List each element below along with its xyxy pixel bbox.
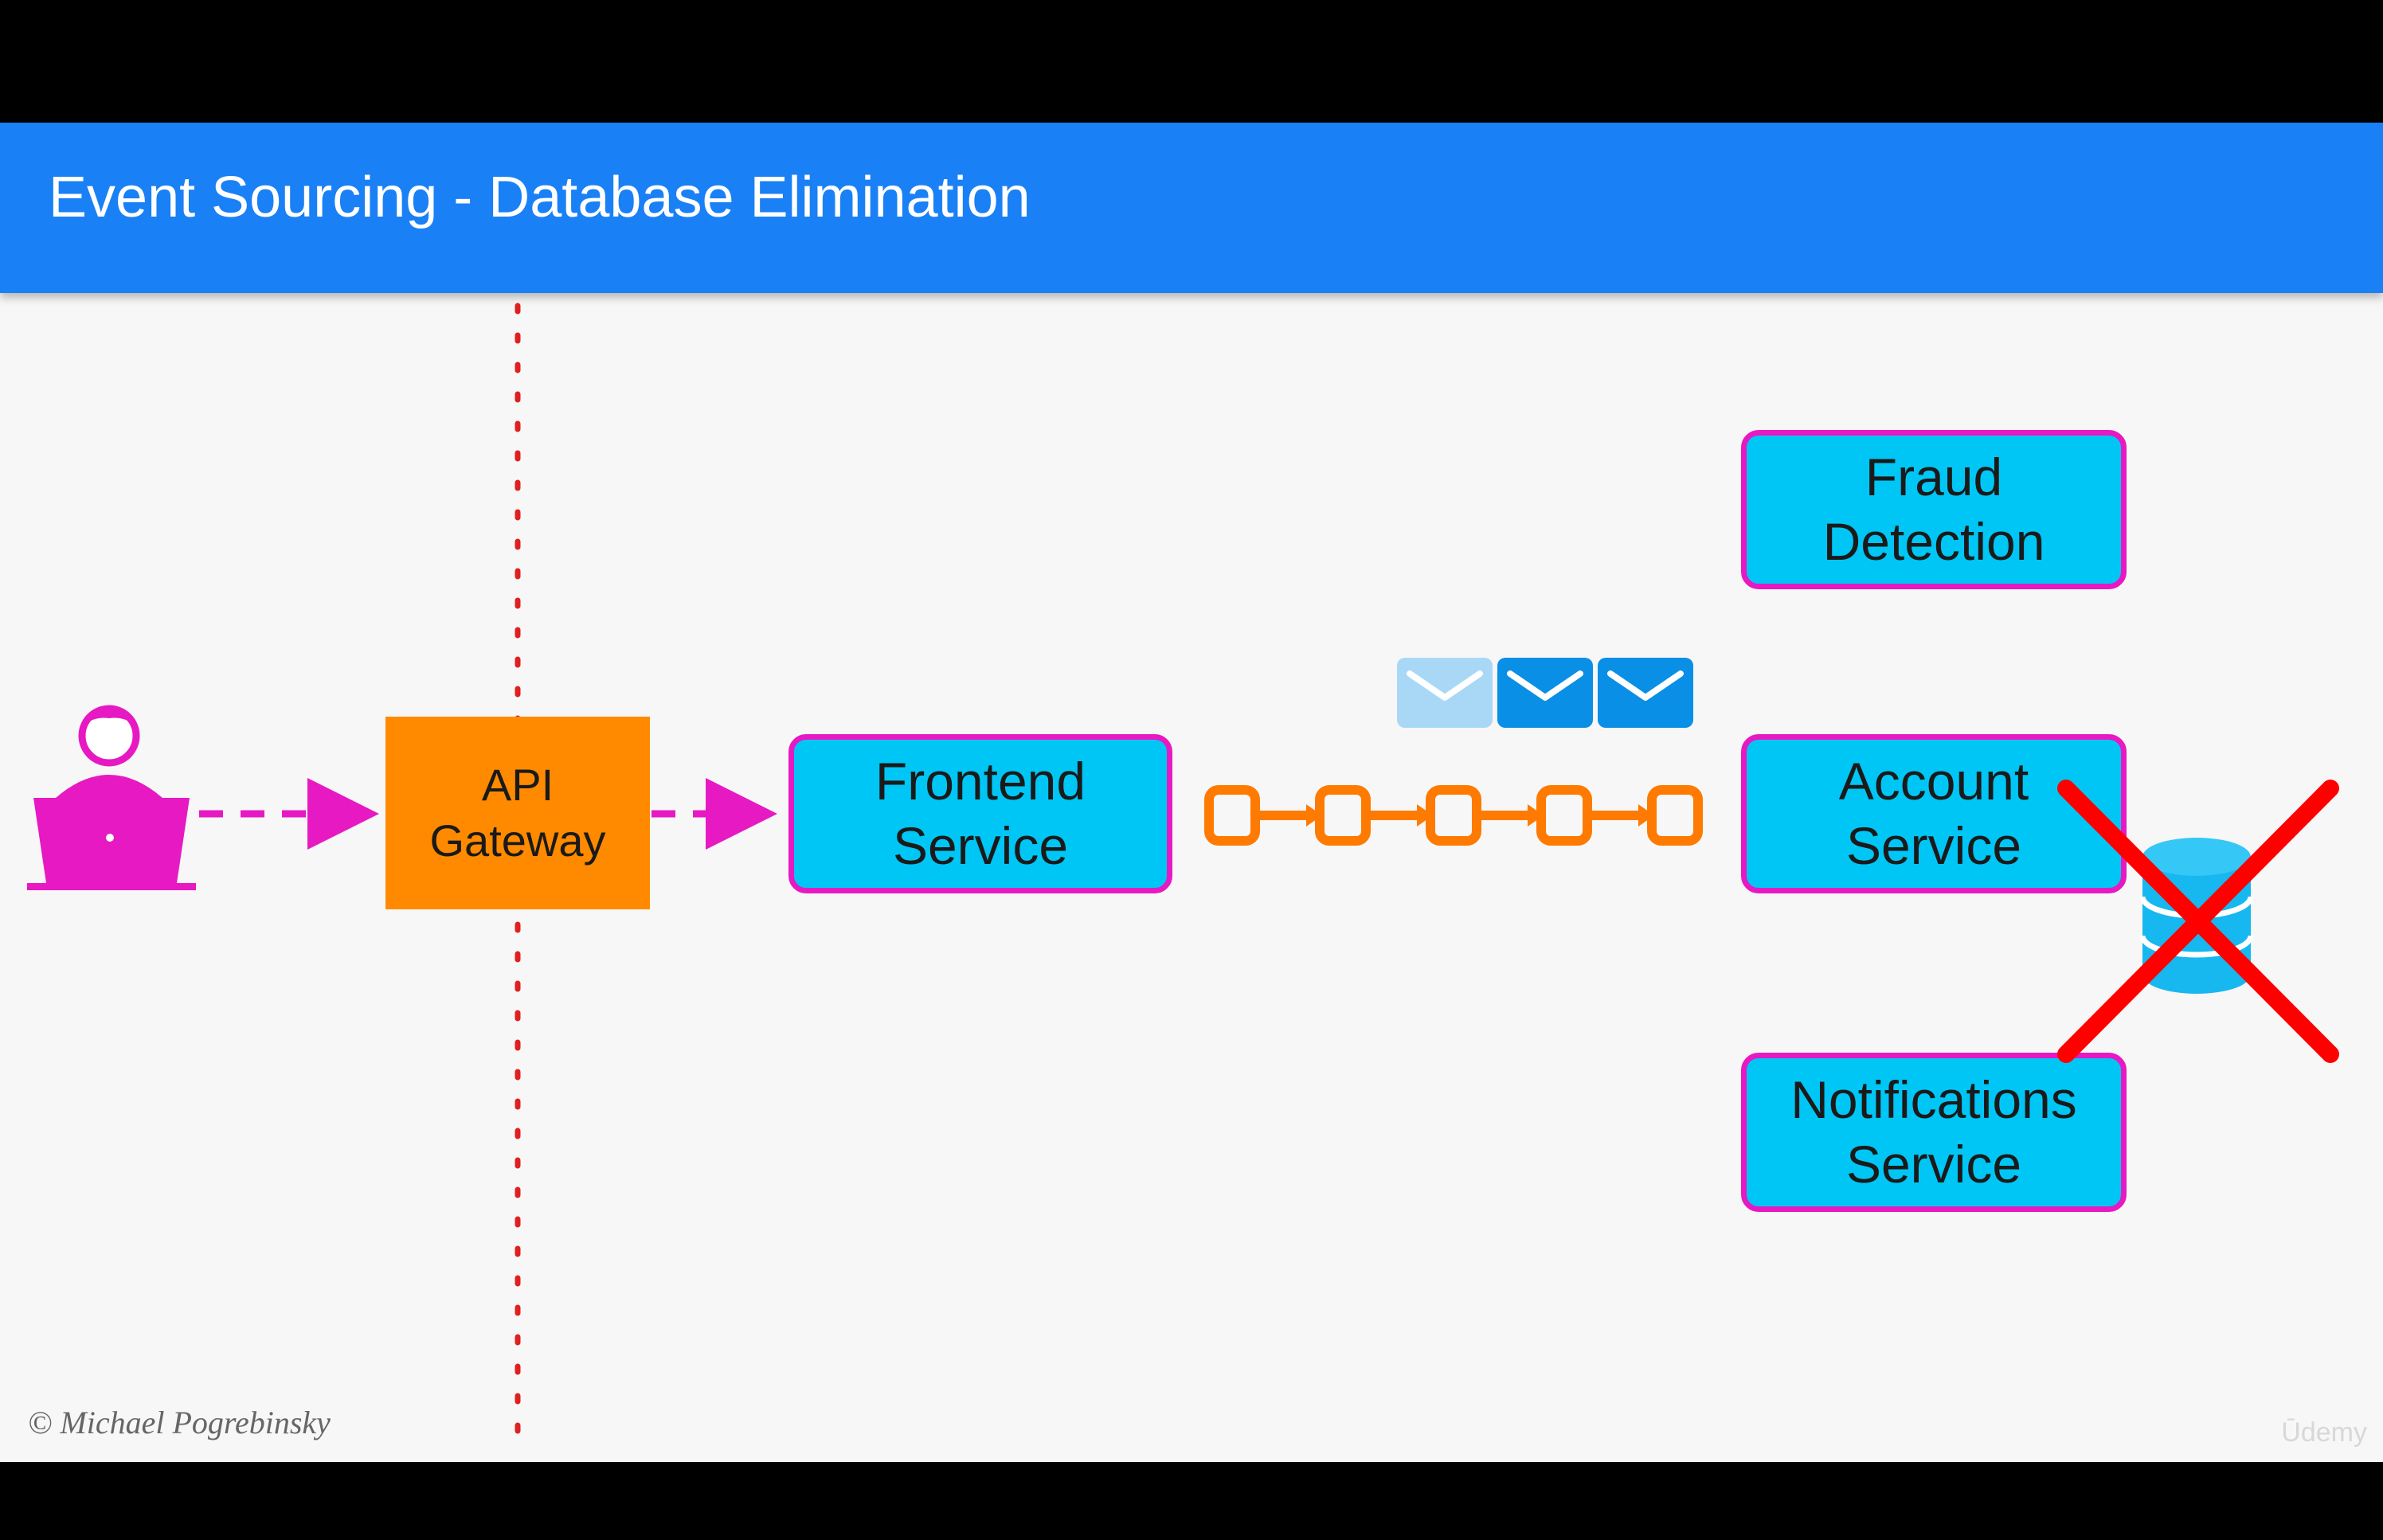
frontend-service-label-line1: Frontend	[875, 752, 1086, 811]
account-service-label-line2: Service	[1845, 816, 2022, 875]
slide: Event Sourcing - Database Elimination	[0, 123, 2383, 1462]
database-icon	[2139, 838, 2254, 994]
account-service-node: Account Service	[1741, 734, 2127, 893]
fraud-detection-label-line2: Detection	[1822, 512, 2045, 571]
event-chain-arrowheads	[1306, 804, 1654, 827]
api-gateway-label-line1: API	[481, 760, 554, 810]
event-block	[1204, 785, 1260, 846]
envelope-icon	[1598, 658, 1693, 728]
envelope-icon	[1397, 658, 1493, 728]
notifications-service-label-line1: Notifications	[1790, 1070, 2077, 1130]
slide-header: Event Sourcing - Database Elimination	[0, 123, 2383, 293]
frontend-service-node: Frontend Service	[788, 734, 1172, 893]
account-service-label-line1: Account	[1838, 752, 2029, 811]
udemy-watermark: Ūdemy	[2281, 1417, 2367, 1448]
api-gateway-node: API Gateway	[385, 717, 650, 909]
fraud-detection-label-line1: Fraud	[1865, 448, 2003, 507]
copyright-text: © Michael Pogrebinsky	[28, 1405, 331, 1440]
notifications-service-node: Notifications Service	[1741, 1053, 2127, 1212]
event-block	[1426, 785, 1481, 846]
event-block	[1315, 785, 1371, 846]
api-gateway-label-line2: Gateway	[429, 815, 606, 866]
frontend-service-label-line2: Service	[892, 816, 1069, 875]
fraud-detection-node: Fraud Detection	[1741, 430, 2127, 589]
slide-title: Event Sourcing - Database Elimination	[49, 166, 1031, 229]
notifications-service-label-line2: Service	[1845, 1135, 2022, 1194]
envelope-icon	[1497, 658, 1593, 728]
user-laptop-icon	[27, 705, 196, 890]
event-block	[1536, 785, 1592, 846]
event-log-chain-icon	[1204, 785, 1703, 846]
event-block	[1647, 785, 1703, 846]
